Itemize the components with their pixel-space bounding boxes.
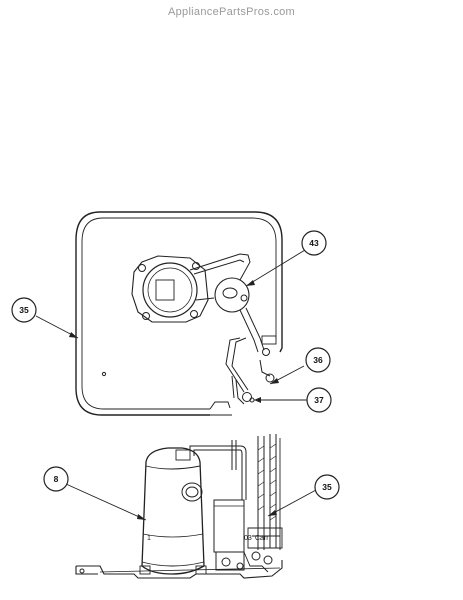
callout-35-top-label: 35 (19, 305, 29, 315)
vertical-tube-a (257, 436, 265, 550)
compressor-foot (195, 565, 207, 575)
compressor-dome (145, 465, 201, 470)
callout-35-bottom-circle (314, 474, 340, 500)
watermark: AppliancePartsPros.com (167, 6, 296, 18)
base-pan-outer (75, 211, 283, 416)
callout-36-label: 36 (313, 355, 323, 365)
side-base-pan-lip (99, 567, 281, 573)
mount-foot (79, 568, 85, 574)
part-label-c: Carr (255, 535, 269, 542)
bolt-hole (192, 262, 200, 270)
callout-8-circle (43, 466, 69, 492)
side-suction-tube (231, 440, 237, 470)
refrigerant-tube-right (239, 307, 265, 353)
side-discharge-tube (189, 445, 247, 500)
base-pan-bottom-edge (209, 401, 232, 416)
callout-37-label: 37 (314, 395, 324, 405)
suction-tube-b (193, 259, 245, 275)
accumulator-fitting-port (240, 294, 248, 302)
coil-hatch (257, 443, 277, 521)
tube-end (265, 373, 275, 383)
accumulator-top (214, 277, 250, 313)
callout-35-top-circle (11, 297, 37, 323)
discharge-tube (195, 297, 215, 301)
bracket (243, 551, 269, 573)
part-label-b: 03 (244, 535, 252, 542)
base-pan-inner (81, 217, 277, 410)
valve-knob (221, 557, 231, 567)
accumulator-fitting (222, 287, 238, 299)
callout-35-bottom-label: 35 (322, 482, 332, 492)
fitting-nut (251, 551, 261, 561)
top-view-assembly (75, 211, 283, 416)
terminal-cover (181, 482, 203, 502)
suction-tube (189, 253, 251, 281)
valve-knob (236, 562, 244, 570)
compressor-shell (141, 447, 205, 575)
bolt-hole (190, 310, 198, 318)
callout-37-circle (306, 387, 332, 413)
part-label-a: 1 (147, 535, 151, 542)
service-valve-tube (231, 359, 271, 405)
callout-36-circle (305, 347, 331, 373)
leader-lines-side (65, 483, 317, 521)
side-base-pan (75, 560, 283, 579)
tube-clamp (261, 335, 277, 345)
compressor-foot (139, 565, 151, 575)
leader-arrowheads-top (69, 280, 279, 403)
accumulator-side (213, 499, 245, 553)
compressor-top-fitting (175, 449, 191, 461)
side-view-assembly (75, 434, 283, 579)
compressor-base-ring (141, 561, 205, 567)
service-valve (242, 392, 252, 402)
compressor-seam (142, 533, 204, 538)
callout-8-label: 8 (54, 474, 59, 484)
bolt-hole (138, 264, 146, 272)
leader-arrowheads-side (137, 510, 277, 520)
terminal-cover-inner (185, 486, 199, 498)
fitting-cluster (247, 527, 283, 549)
refrigerant-tube-lower (225, 337, 249, 393)
compressor-terminal-box (155, 279, 175, 301)
tube-end (262, 348, 270, 356)
valve-block (215, 551, 245, 571)
bolt-hole (142, 312, 150, 320)
compressor-flange (131, 255, 209, 323)
compressor-body-top (142, 262, 198, 318)
fitting-nut (263, 555, 273, 565)
callout-43-circle (301, 230, 327, 256)
base-hole (101, 371, 107, 377)
vertical-tube-b (269, 434, 277, 548)
callout-43-label: 43 (309, 238, 319, 248)
compressor-body-inner (147, 267, 193, 313)
